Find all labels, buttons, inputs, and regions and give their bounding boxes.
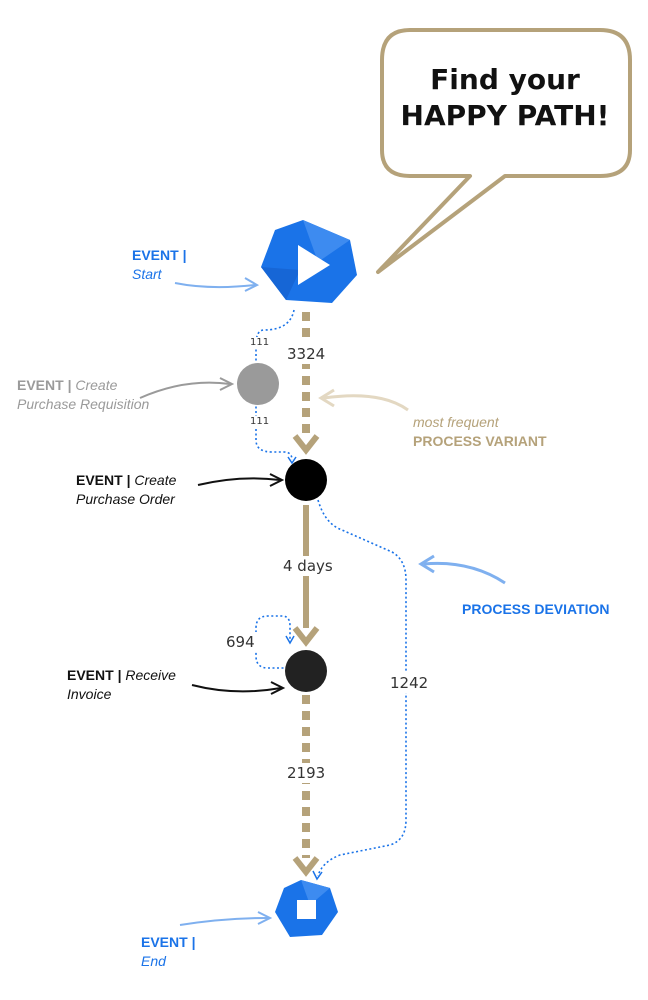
pointer-start [174,282,256,289]
node-receive-invoice [285,650,327,692]
speech-bubble [376,28,632,274]
label-invoice-name1: Receive [125,667,176,683]
callout-text: Find your HAPPY PATH! [385,62,625,134]
pointer-po-head [269,473,285,487]
edge-label-po-invoice: 4 days [281,556,335,576]
label-pr-name2: Purchase Requisition [17,396,150,412]
start-node [261,220,357,303]
annotation-deviation: PROCESS DEVIATION [462,600,610,619]
label-create-po: EVENT | Create Purchase Order [76,471,176,509]
edge-label-start-pr: 111 [248,337,272,349]
arrowhead-po-end [312,870,323,881]
label-end: EVENT | End [141,933,195,971]
label-po-name1: Create [134,472,177,488]
annotation-variant-line1: most frequent [413,414,499,430]
edge-label-start-po: 3324 [285,344,328,364]
label-end-name: End [141,953,166,969]
pointer-deviation [423,561,506,585]
arrowhead-loop [285,635,295,645]
arrowhead-invoice [292,626,320,647]
edge-label-pr-po: 111 [248,416,272,428]
pointer-variant-head [318,388,335,408]
edge-label-invoice-loop: 694 [224,632,257,652]
end-node [275,880,338,937]
node-create-po [285,459,327,501]
pointer-deviation-head [418,554,435,574]
arrowhead-po [292,434,320,455]
edge-pr-po [255,402,293,461]
stop-icon [297,900,316,919]
pointer-variant [323,394,409,412]
annotation-variant: most frequent PROCESS VARIANT [413,413,547,451]
pointer-invoice [191,684,282,693]
label-po-name2: Purchase Order [76,491,175,507]
pointer-po [197,477,281,486]
pointer-end [179,917,269,926]
label-create-pr: EVENT | Create Purchase Requisition [17,376,149,414]
edge-label-po-end: 1242 [388,673,431,693]
label-pr-name1: Create [75,377,118,393]
label-receive-invoice: EVENT | Receive Invoice [67,666,176,704]
edge-invoice-loop [255,615,291,669]
pointer-start-head [244,277,260,292]
play-icon [298,245,330,285]
pointer-pr [139,381,231,399]
label-invoice-prefix: EVENT | [67,667,122,683]
label-pr-prefix: EVENT | [17,377,72,393]
node-create-pr [237,363,279,405]
label-start-prefix: EVENT | [132,247,187,263]
pointer-end-head [257,911,273,925]
label-start: EVENT | Start [132,246,186,284]
annotation-deviation-text: PROCESS DEVIATION [462,601,610,617]
callout-line1: Find your [430,63,580,96]
arrowhead-pr-po [287,456,297,465]
label-po-prefix: EVENT | [76,472,131,488]
pointer-invoice-head [270,681,286,695]
arrowhead-end [292,856,320,877]
label-start-name: Start [132,266,162,282]
label-invoice-name2: Invoice [67,686,112,702]
edge-po-end [317,499,407,877]
label-end-prefix: EVENT | [141,934,196,950]
edge-label-invoice-end: 2193 [285,763,328,783]
annotation-variant-line2: PROCESS VARIANT [413,433,547,449]
callout-line2: HAPPY PATH! [400,99,610,132]
pointer-pr-head [219,377,235,391]
